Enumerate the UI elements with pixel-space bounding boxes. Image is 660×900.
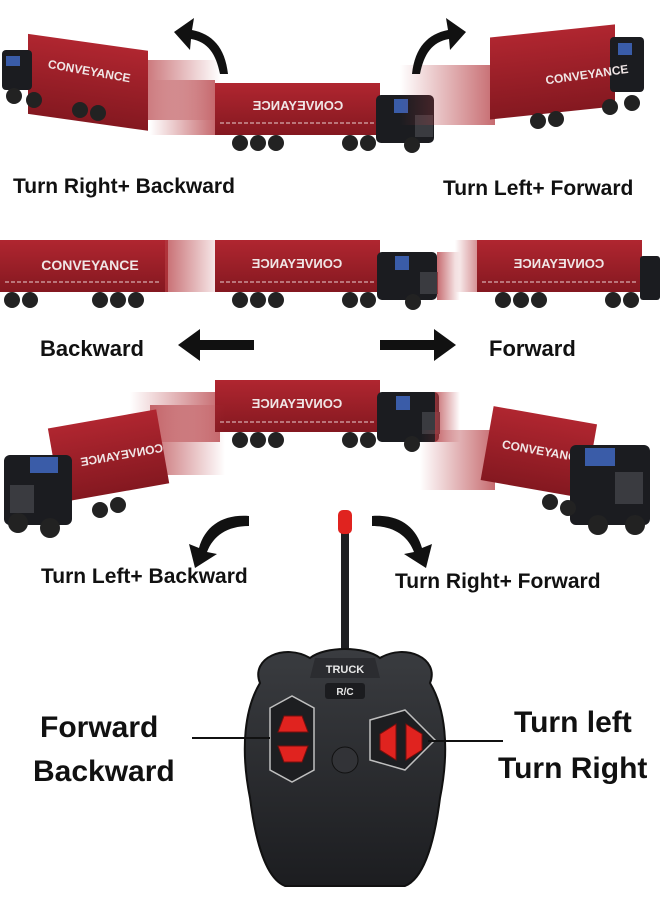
backward-button[interactable] [274,742,312,766]
label-remote-backward: Backward [33,755,175,788]
antenna [341,526,349,661]
label-remote-forward: Forward [40,711,159,744]
truck-center-top: CONVEYANCE [150,80,434,153]
container-text: CONVEYANCE [513,256,604,271]
container-text: CONVEYANCE [252,98,343,113]
truck-turn-left-backward: CONVEYANCE [4,405,225,538]
container-text: CONVEYANCE [251,256,342,271]
truck-turn-right-forward: CONVEYANCE [420,406,650,535]
label-remote-turn-left: Turn left [514,706,632,739]
label-turn-right-backward-top: Turn Right+ Backward [13,175,235,198]
forward-button[interactable] [274,712,312,736]
label-remote-turn-right: Turn Right [498,752,648,785]
leader-line-left [192,737,270,739]
label-forward: Forward [489,336,576,361]
truck-row-left: CONVEYANCE [0,240,225,308]
antenna-tip [338,510,352,534]
truck-turn-right-backward: CONVEYANCE [2,33,220,131]
label-backward: Backward [40,336,144,361]
remote-brand: TRUCK [326,664,365,676]
remote-mode: R/C [336,687,353,698]
container-text: CONVEYANCE [251,396,342,411]
label-turn-right-forward-bottom: Turn Right+ Forward [395,570,601,593]
truck-turn-left-forward: CONVEYANCE [400,24,644,129]
curved-arrow-down-left-icon [189,515,249,568]
curved-arrow-up-left-icon [174,18,228,74]
turn-right-button[interactable] [402,720,426,764]
curved-arrow-down-right-icon [372,515,432,568]
leader-line-right [428,740,503,742]
container-text: CONVEYANCE [41,257,139,273]
truck-row-center: CONVEYANCE [215,240,460,310]
truck-row-right: CONVEYANCE [455,240,660,308]
turn-left-button[interactable] [376,720,400,764]
arrow-left-icon [178,329,254,361]
curved-arrow-up-right-icon [412,18,466,74]
remote-control: TRUCK R/C [243,510,447,887]
label-turn-left-forward: Turn Left+ Forward [443,177,634,200]
label-turn-left-backward: Turn Left+ Backward [41,565,248,588]
arrow-right-icon [380,329,456,361]
